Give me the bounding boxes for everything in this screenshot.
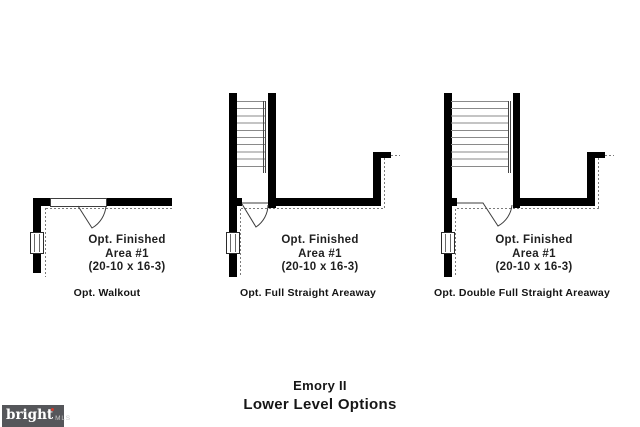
wall-notch-top <box>373 152 391 158</box>
brightmls-suffix: MLS <box>55 414 71 422</box>
wall-top-right-segment <box>107 198 172 206</box>
sheet-title: Lower Level Options <box>243 396 397 413</box>
wall-notch-top <box>587 152 605 158</box>
door-stub-wall <box>229 198 242 206</box>
stair-treads <box>237 101 265 173</box>
finished-area-dashed-boundary <box>241 208 385 209</box>
wall-rear <box>276 198 374 206</box>
finished-area-line1: Opt. Finished <box>495 234 573 246</box>
stair-treads <box>451 101 509 173</box>
wall-notch-vertical <box>373 152 381 206</box>
finished-area-dimensions: (20-10 x 16-3) <box>281 261 359 273</box>
wall-corner-block <box>33 198 50 206</box>
finished-area-line1: Opt. Finished <box>88 234 166 246</box>
plan-caption: Opt. Full Straight Areaway <box>239 287 377 299</box>
door-swing-walkout <box>77 205 107 229</box>
finished-area-dashed-boundary <box>45 208 46 277</box>
areaway-dashed-boundary <box>598 158 599 209</box>
plan-caption: Opt. Double Full Straight Areaway <box>434 287 610 299</box>
stair-stringer <box>263 101 266 173</box>
stairwell-inner-wall <box>268 93 276 208</box>
brightmls-brand: bright <box>6 407 54 424</box>
door-swing-double-areaway <box>457 202 513 227</box>
finished-area-dashed-boundary <box>457 208 600 209</box>
finished-area-line1: Opt. Finished <box>281 234 359 246</box>
window-symbol <box>30 232 44 254</box>
finished-area-label: Opt. Finished Area #1 (20-10 x 16-3) <box>245 234 395 275</box>
plan-name: Emory II <box>293 378 347 393</box>
finished-area-label: Opt. Finished Area #1 (20-10 x 16-3) <box>52 234 202 275</box>
finished-area-line2: Area #1 <box>512 247 556 260</box>
walkout-door-opening <box>50 198 107 207</box>
stairwell-inner-wall <box>513 93 520 208</box>
brightmls-accent-dot-icon <box>51 408 55 412</box>
window-symbol <box>441 232 455 254</box>
finished-area-dashed-boundary <box>455 209 456 277</box>
window-symbol <box>226 232 240 254</box>
areaway-dashed-boundary <box>384 158 385 209</box>
plan-caption: Opt. Walkout <box>73 287 141 299</box>
wall-rear <box>520 198 588 206</box>
wall-left <box>444 93 452 277</box>
door-stub-wall <box>444 198 457 206</box>
finished-area-dimensions: (20-10 x 16-3) <box>495 261 573 273</box>
finished-area-line2: Area #1 <box>298 247 342 260</box>
brightmls-logo-text: bright <box>6 407 55 424</box>
areaway-dashed-boundary <box>391 155 400 156</box>
finished-area-line2: Area #1 <box>105 247 149 260</box>
finished-area-label: Opt. Finished Area #1 (20-10 x 16-3) <box>459 234 609 275</box>
sheet-footer: Emory II Lower Level Options <box>0 378 640 413</box>
door-swing-full-areaway <box>241 202 269 228</box>
stair-stringer <box>508 101 511 173</box>
brightmls-watermark: bright MLS <box>2 405 70 427</box>
wall-left <box>229 93 237 277</box>
finished-area-dimensions: (20-10 x 16-3) <box>88 261 166 273</box>
finished-area-dashed-boundary <box>46 208 172 209</box>
finished-area-dashed-boundary <box>240 209 241 277</box>
areaway-dashed-boundary <box>605 155 614 156</box>
wall-notch-vertical <box>587 152 595 206</box>
